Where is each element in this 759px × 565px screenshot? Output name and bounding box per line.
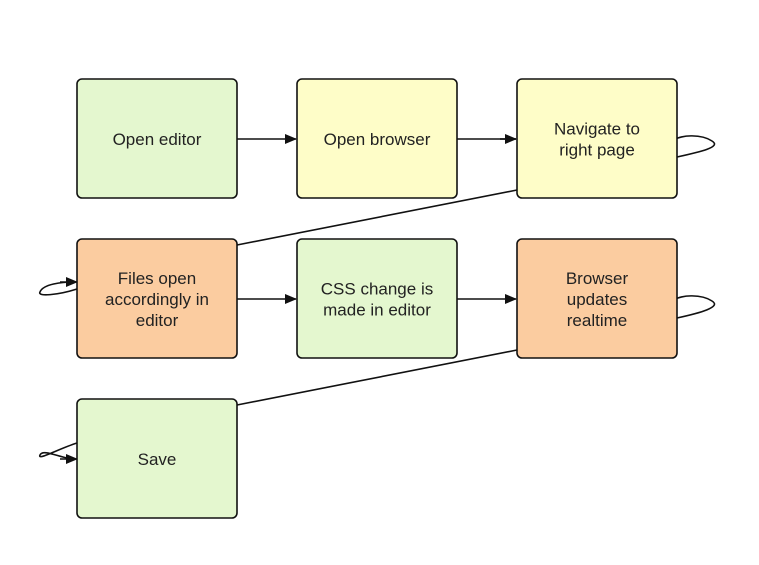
node-css-change-box <box>296 238 458 359</box>
node-label-line: Open browser <box>324 130 431 149</box>
node-label-line: Save <box>138 450 177 469</box>
node-label-line: Navigate to <box>554 120 640 139</box>
node-navigate-box <box>516 78 678 199</box>
node-browser-updates-box <box>516 238 678 359</box>
node-save[interactable]: Save <box>76 398 238 519</box>
node-label-line: realtime <box>567 311 627 330</box>
node-open-browser[interactable]: Open browser <box>296 78 458 199</box>
edge-browser-updates-to-save <box>39 295 716 460</box>
node-save-box <box>76 398 238 519</box>
node-open-editor-box <box>76 78 238 199</box>
nodes: Open editor Open browser Navigate to righ… <box>76 78 678 519</box>
edges <box>39 134 716 464</box>
node-files-open-box <box>76 238 238 359</box>
node-label-line: right page <box>559 141 635 160</box>
node-browser-updates[interactable]: Browser updates realtime <box>516 238 678 359</box>
node-label-line: Files open <box>118 269 196 288</box>
node-open-editor[interactable]: Open editor <box>76 78 238 199</box>
node-open-browser-label: Open browser <box>324 130 431 149</box>
node-label-line: made in editor <box>323 301 431 320</box>
node-css-change-label: CSS change is made in editor <box>321 280 433 320</box>
node-label-line: updates <box>567 290 628 309</box>
node-save-label: Save <box>138 450 177 469</box>
node-label-line: CSS change is <box>321 280 433 299</box>
node-label-line: editor <box>136 311 179 330</box>
node-browser-updates-label: Browser updates realtime <box>566 269 629 330</box>
node-open-editor-label: Open editor <box>113 130 202 149</box>
node-navigate[interactable]: Navigate to right page <box>516 78 678 199</box>
node-navigate-label: Navigate to right page <box>554 120 640 160</box>
node-label-line: Open editor <box>113 130 202 149</box>
node-label-line: Browser <box>566 269 629 288</box>
node-open-browser-box <box>296 78 458 199</box>
node-files-open-label: Files open accordingly in editor <box>105 269 209 330</box>
node-css-change[interactable]: CSS change is made in editor <box>296 238 458 359</box>
node-label-line: accordingly in <box>105 290 209 309</box>
node-files-open[interactable]: Files open accordingly in editor <box>76 238 238 359</box>
